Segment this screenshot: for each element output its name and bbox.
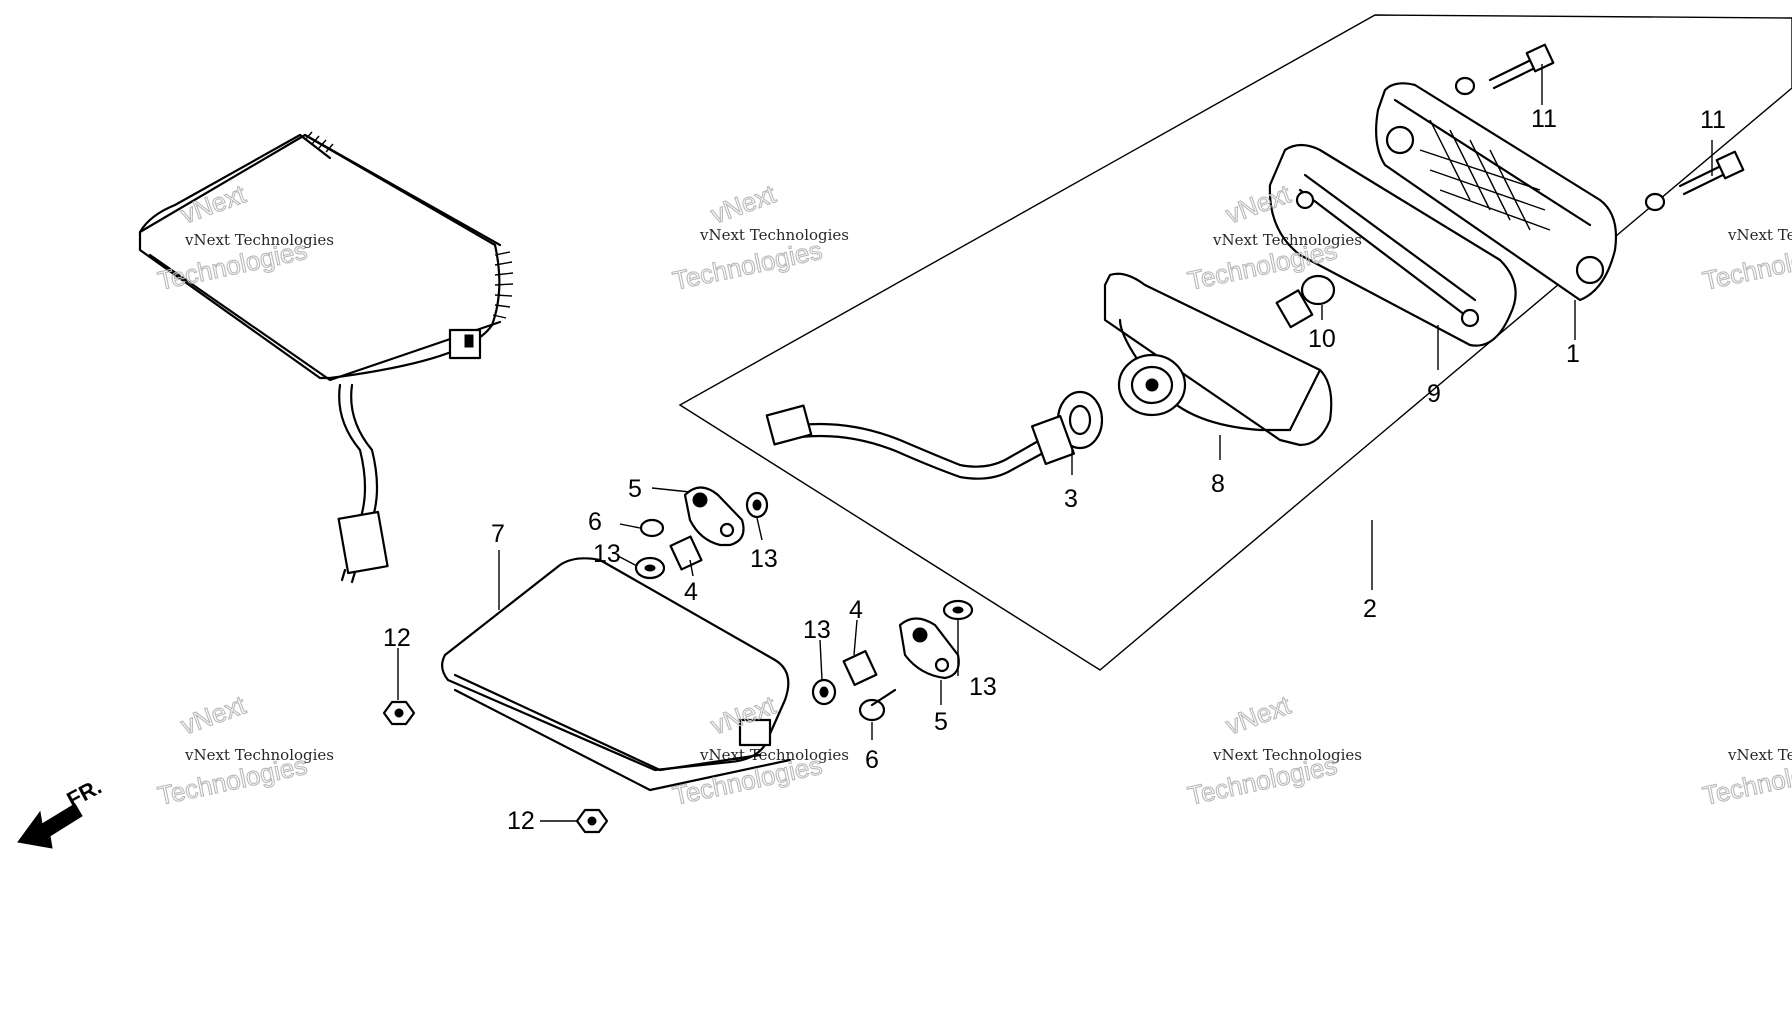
svg-text:vNext Technologies: vNext Technologies [1727, 746, 1792, 764]
label-9: 9 [1427, 380, 1441, 408]
label-1: 1 [1566, 340, 1580, 368]
part-8-housing [1103, 272, 1333, 447]
svg-text:vNext Technologies: vNext Technologies [184, 746, 334, 764]
watermark-2: vNext vNext Technologies Technologies [669, 178, 849, 297]
part-11-screws [1454, 43, 1745, 212]
svg-text:vNext Technologies: vNext Technologies [699, 226, 849, 244]
label-2: 2 [1363, 595, 1377, 623]
part-3-socket [765, 390, 1104, 480]
part-9-gasket [1268, 143, 1517, 347]
svg-text:vNext Technologies: vNext Technologies [1212, 231, 1362, 249]
label-3: 3 [1064, 485, 1078, 513]
label-13: 13 [750, 545, 778, 573]
leader-lines [397, 64, 1713, 822]
label-13: 13 [969, 673, 997, 701]
label-13: 13 [593, 540, 621, 568]
svg-text:vNext Technologies: vNext Technologies [1212, 746, 1362, 764]
lens-grid [1419, 119, 1551, 231]
part-1-lens [1375, 82, 1618, 302]
part-labels: 11 11 1 9 10 8 3 2 5 6 13 4 13 7 12 12 4… [383, 105, 1726, 835]
lower-bracket-set [811, 599, 974, 722]
svg-text:vNext: vNext [707, 178, 780, 229]
label-13: 13 [803, 616, 831, 644]
label-7: 7 [491, 520, 505, 548]
part-10-bulb [1275, 274, 1336, 329]
label-5: 5 [934, 708, 948, 736]
label-11: 11 [1700, 106, 1726, 134]
front-direction-arrow: FR. [17, 774, 106, 849]
watermark-4: vNext Technologies Technologies [1699, 226, 1792, 296]
label-4: 4 [684, 578, 698, 606]
upper-bracket-set [634, 486, 769, 580]
watermark-5: vNext vNext Technologies Technologies [154, 689, 334, 812]
label-4: 4 [849, 596, 863, 624]
svg-text:vNext: vNext [177, 689, 250, 740]
svg-text:vNext Technologies: vNext Technologies [699, 746, 849, 764]
svg-text:vNext: vNext [1222, 689, 1295, 740]
label-6: 6 [865, 746, 879, 774]
assembled-taillight [138, 131, 514, 584]
watermark-7: vNext vNext Technologies Technologies [1184, 689, 1362, 812]
watermark-8: vNext Technologies Technologies [1699, 746, 1792, 811]
label-11: 11 [1531, 105, 1557, 133]
ribbed-edge [304, 131, 514, 319]
label-8: 8 [1211, 470, 1225, 498]
label-12: 12 [507, 807, 535, 835]
direction-label: FR. [63, 774, 106, 813]
svg-text:vNext Technologies: vNext Technologies [1727, 226, 1792, 244]
label-10: 10 [1308, 325, 1336, 353]
label-5: 5 [628, 475, 642, 503]
svg-text:vNext Technologies: vNext Technologies [184, 231, 334, 249]
svg-text:Technologies: Technologies [1700, 235, 1792, 296]
label-6: 6 [588, 508, 602, 536]
label-12: 12 [383, 624, 411, 652]
assembly-outline [678, 14, 1792, 671]
part-7-cover [441, 557, 792, 792]
svg-text:Technologies: Technologies [670, 235, 825, 296]
